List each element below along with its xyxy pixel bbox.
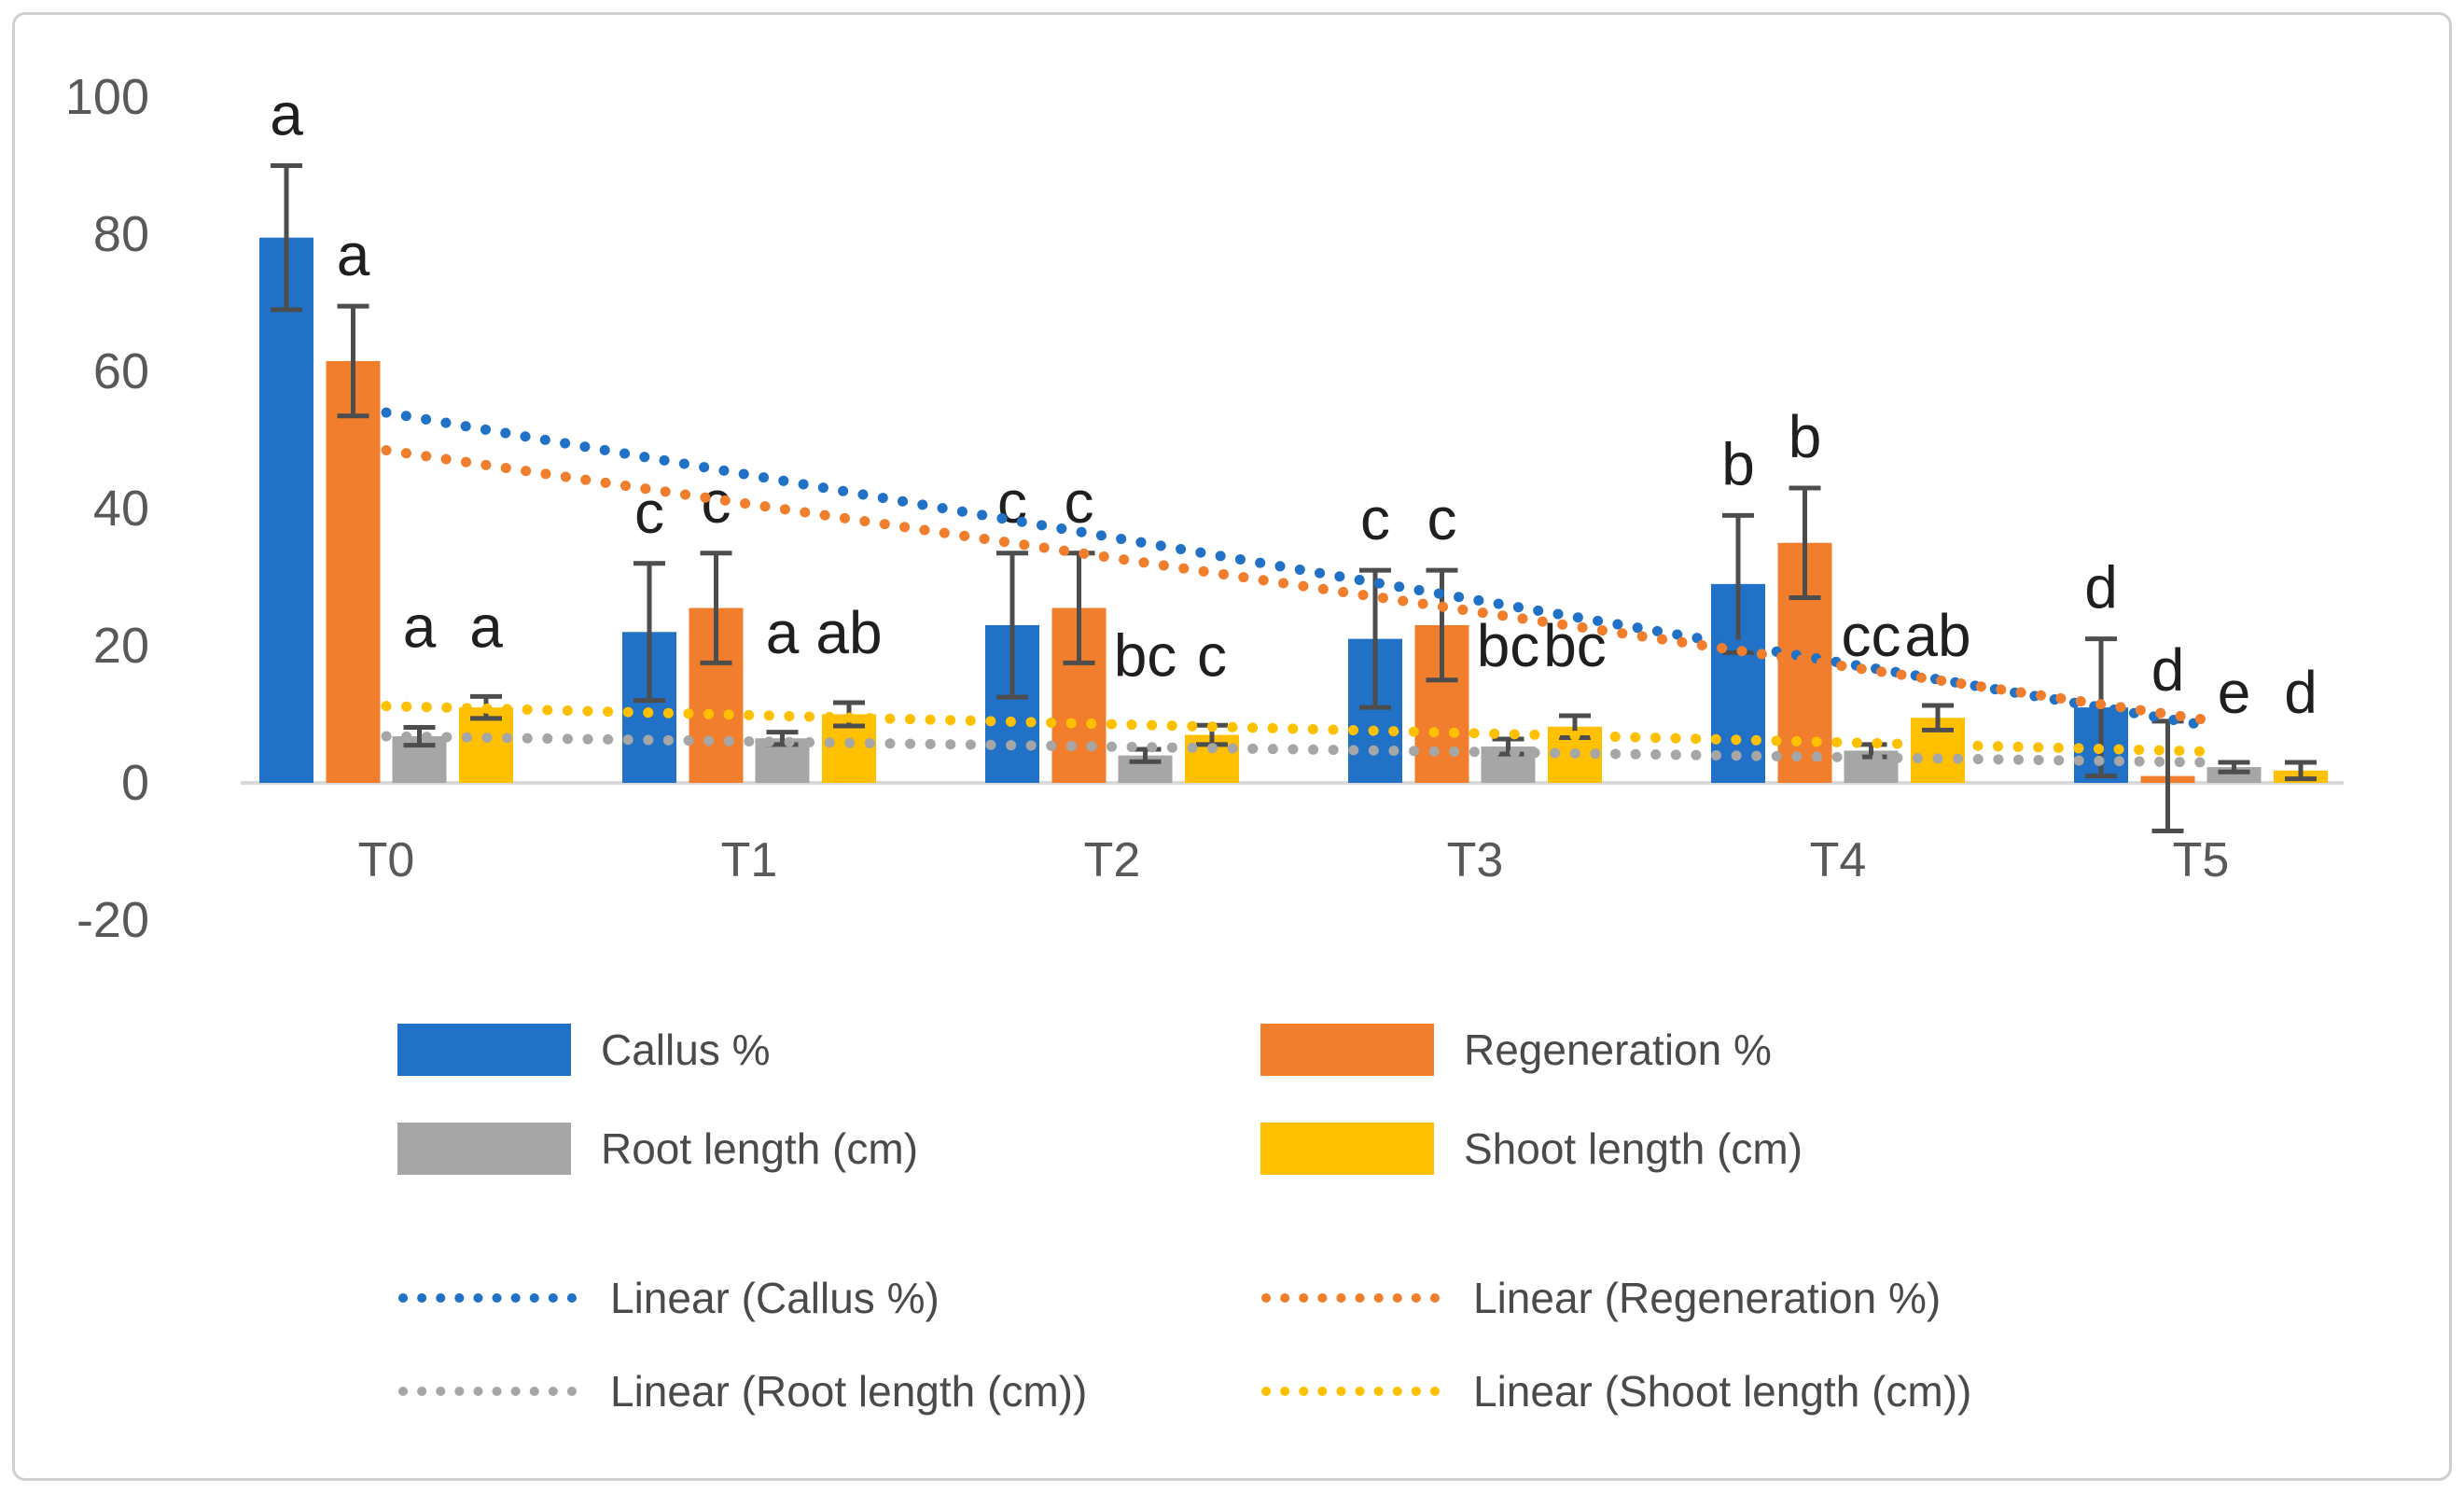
x-axis-category-label: T2 (1084, 833, 1141, 887)
y-axis-tick-label: 80 (93, 206, 149, 262)
significance-letter: ab (815, 599, 882, 666)
legend-item: Linear (Root length (cm)) (397, 1364, 1087, 1418)
legend-label: Linear (Regeneration %) (1473, 1274, 1942, 1322)
significance-letter: bc (1114, 621, 1177, 689)
significance-letter: c (1427, 485, 1457, 552)
legend-label: Callus % (601, 1026, 771, 1074)
y-axis-tick-label: 40 (93, 481, 149, 537)
y-axis-tick-label: -20 (77, 892, 149, 948)
significance-letter: c (1065, 468, 1094, 536)
trendline-linear-root-length-cm- (381, 731, 2206, 768)
legend-swatch-dots (1261, 1387, 1442, 1396)
legend-item: Shoot length (cm) (1260, 1122, 1803, 1176)
legend-label: Shoot length (cm) (1464, 1124, 1803, 1173)
significance-letter: a (469, 593, 503, 660)
legend-swatch-fill (1260, 1123, 1434, 1175)
significance-letter: a (403, 593, 437, 660)
significance-letter: e (2218, 659, 2251, 726)
x-axis-category-label: T3 (1447, 833, 1504, 887)
legend-swatch-fill (397, 1024, 571, 1076)
legend-label: Root length (cm) (601, 1124, 919, 1173)
x-axis-category-label: T0 (358, 833, 415, 887)
legend-item: Linear (Shoot length (cm)) (1260, 1364, 1971, 1418)
significance-letter: c (1197, 621, 1227, 689)
legend-item: Root length (cm) (397, 1122, 918, 1176)
y-axis-tick-label: 0 (121, 755, 149, 811)
x-axis-category-label: T5 (2173, 833, 2230, 887)
trendline-linear-regeneration- (381, 445, 2206, 725)
legend-item: Linear (Callus %) (397, 1271, 940, 1325)
significance-letter: a (766, 599, 800, 666)
bar-callus--T0 (259, 237, 313, 784)
significance-letter: bc (1477, 612, 1540, 679)
legend-label: Linear (Root length (cm)) (610, 1367, 1088, 1416)
y-axis-tick-label: 60 (93, 343, 149, 399)
legend-swatch-fill (397, 1123, 571, 1175)
significance-letter: cc (1842, 602, 1901, 669)
legend-swatch-dots (1261, 1293, 1442, 1303)
significance-letter: d (2284, 659, 2318, 726)
x-axis-category-label: T1 (721, 833, 778, 887)
trendline-linear-shoot-length-cm- (381, 701, 2206, 757)
legend-item: Regeneration % (1260, 1023, 1772, 1077)
legend-swatch-fill (1260, 1024, 1434, 1076)
legend-item: Linear (Regeneration %) (1260, 1271, 1941, 1325)
legend-label: Linear (Callus %) (610, 1274, 940, 1322)
legend-swatch-dots (398, 1387, 579, 1396)
legend-label: Regeneration % (1464, 1026, 1772, 1074)
y-axis-tick-label: 100 (65, 69, 149, 125)
significance-letter: a (337, 221, 370, 288)
significance-letter: a (270, 81, 303, 148)
significance-letter: c (1360, 485, 1390, 552)
x-axis-category-label: T4 (1810, 833, 1867, 887)
legend-swatch-dots (398, 1293, 579, 1303)
significance-letter: b (1789, 403, 1822, 470)
bar-regeneration--T0 (326, 360, 381, 783)
legend-label: Linear (Shoot length (cm)) (1473, 1367, 1972, 1416)
significance-letter: d (2151, 636, 2185, 704)
legend-item: Callus % (397, 1023, 771, 1077)
y-axis-tick-label: 20 (93, 618, 149, 674)
significance-letter: b (1721, 430, 1755, 497)
significance-letter: ab (1904, 602, 1970, 669)
significance-letter: d (2084, 554, 2118, 621)
